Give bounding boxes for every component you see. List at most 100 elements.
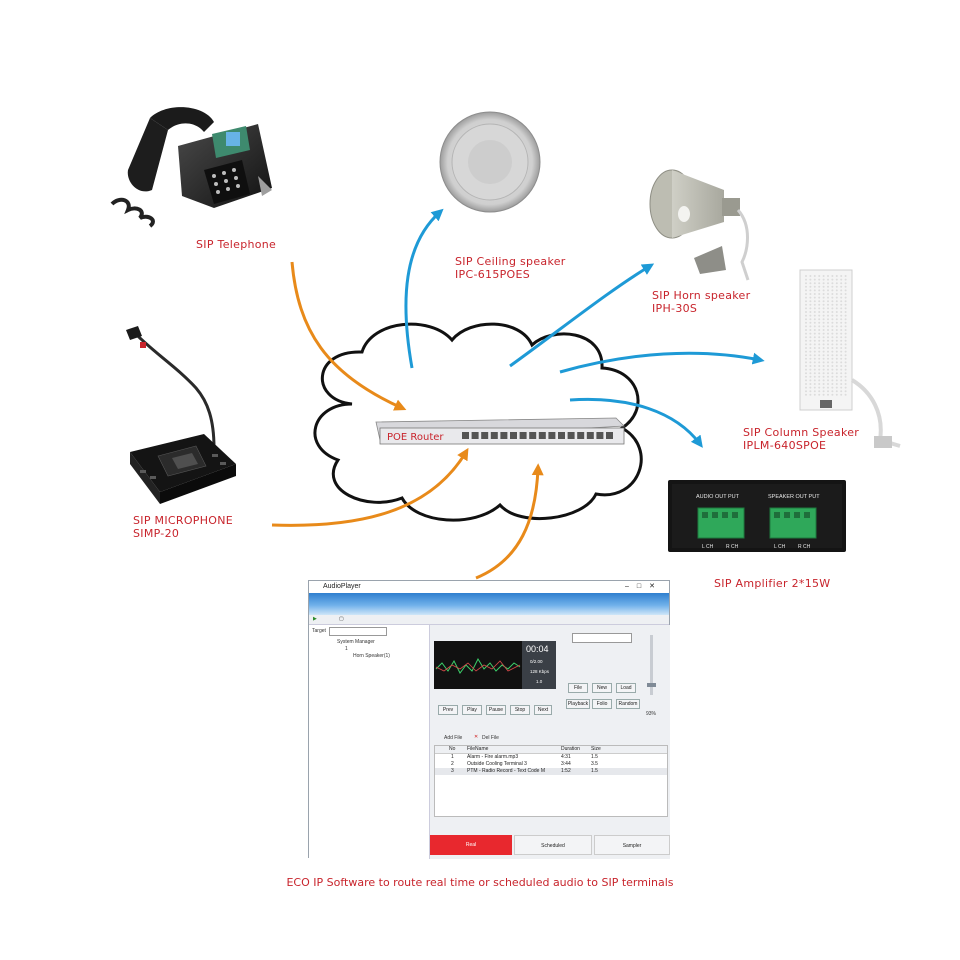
speaker-grill-hole (827, 307, 829, 310)
speaker-grill-hole (844, 379, 847, 382)
speaker-grill-hole (822, 303, 825, 306)
speaker-grill-hole (835, 311, 838, 313)
stop-button[interactable]: Stop (510, 705, 530, 715)
speaker-grill-hole (835, 350, 838, 353)
new-button[interactable]: New (592, 683, 612, 693)
speaker-grill-hole (818, 372, 821, 375)
playback-button[interactable]: Playback (566, 699, 590, 709)
speaker-grill-hole (827, 275, 829, 277)
speaker-grill-hole (818, 321, 821, 324)
speaker-grill-hole (831, 289, 834, 292)
file-button[interactable]: File (568, 683, 588, 693)
row1-size: 1.5 (591, 754, 598, 760)
tree-device[interactable]: Horn Speaker(1) (353, 653, 390, 659)
speaker-grill-hole (809, 372, 812, 375)
speaker-grill-hole (813, 307, 816, 310)
speaker-grill-hole (831, 383, 834, 385)
speaker-grill-hole (809, 285, 812, 288)
speaker-grill-hole (813, 325, 816, 328)
next-button[interactable]: Next (534, 705, 552, 715)
speaker-grill-hole (840, 293, 843, 295)
horn-speaker-image (649, 169, 750, 281)
window-controls[interactable]: –□✕ (625, 583, 663, 590)
speaker-grill-hole (831, 365, 834, 367)
speaker-grill-hole (831, 336, 834, 339)
speaker-grill-hole (831, 379, 834, 382)
tree-group[interactable]: 1 (345, 646, 348, 652)
speaker-grill-hole (805, 300, 807, 303)
speaker-grill-hole (822, 307, 825, 310)
ceiling-speaker-image (439, 111, 541, 213)
tab-real[interactable]: Real (430, 835, 512, 855)
speaker-grill-hole (831, 329, 834, 331)
tab-scheduled[interactable]: Scheduled (514, 835, 592, 855)
speaker-grill-hole (844, 357, 847, 360)
random-button[interactable]: Random (616, 699, 640, 709)
speaker-grill-hole (827, 318, 829, 321)
source-select[interactable] (572, 633, 632, 643)
speaker-grill-hole (818, 303, 821, 306)
target-select[interactable] (329, 627, 387, 636)
del-file-icon[interactable]: ✕ (474, 734, 479, 740)
speaker-grill-hole (835, 285, 838, 288)
speaker-grill-hole (827, 343, 829, 346)
play-icon[interactable]: ▶ (313, 616, 317, 622)
tab-real-label: Real (465, 842, 477, 848)
speaker-grill-hole (844, 314, 847, 317)
playlist-row[interactable]: 3 PTM - Radio Record - Text Code M 1:52 … (435, 768, 667, 775)
speaker-grill-hole (844, 393, 847, 396)
pause-button[interactable]: Pause (486, 705, 506, 715)
del-file-button[interactable]: Del File (482, 735, 499, 741)
speaker-grill-hole (805, 339, 807, 342)
router-port (606, 432, 613, 439)
amp-lch-label: L CH (702, 544, 714, 550)
speaker-grill-hole (840, 278, 843, 281)
speaker-grill-hole (805, 318, 807, 321)
speaker-grill-hole (818, 339, 821, 342)
folio-button[interactable]: Folio (592, 699, 612, 709)
speaker-grill-hole (813, 289, 816, 292)
speaker-grill-hole (822, 372, 825, 375)
tree-root[interactable]: System Manager (337, 639, 375, 645)
speaker-grill-hole (831, 375, 834, 378)
speaker-grill-hole (827, 347, 829, 349)
tab-sampler[interactable]: Sampler (594, 835, 670, 855)
playlist-row[interactable]: 1 Alarm - Fire alarm.mp3 4:31 1.5 (435, 754, 667, 761)
add-file-button[interactable]: Add File (444, 735, 463, 741)
speaker-grill-hole (831, 300, 834, 303)
speaker-grill-hole (844, 296, 847, 299)
arrow-telephone-router (290, 261, 407, 411)
speaker-grill-hole (818, 375, 821, 378)
speaker-grill-hole (840, 372, 843, 375)
diagram-caption: ECO IP Software to route real time or sc… (286, 876, 674, 889)
speaker-grill-hole (835, 347, 838, 349)
speaker-grill-hole (805, 343, 807, 346)
speaker-grill-hole (840, 282, 843, 285)
speaker-grill-hole (805, 311, 807, 313)
volume-slider[interactable] (650, 635, 653, 695)
new-doc-icon[interactable]: ▢ (339, 616, 344, 622)
load-button[interactable]: Load (616, 683, 636, 693)
prev-button[interactable]: Prev (438, 705, 458, 715)
speaker-grill-hole (813, 365, 816, 367)
speaker-grill-hole (827, 329, 829, 331)
speaker-grill-hole (844, 372, 847, 375)
speaker-grill-hole (844, 383, 847, 385)
speaker-grill-hole (844, 325, 847, 328)
speaker-grill-hole (844, 275, 847, 277)
speaker-grill-hole (831, 282, 834, 285)
volume-thumb[interactable] (647, 683, 656, 687)
speaker-grill-hole (840, 375, 843, 378)
play-button[interactable]: Play (462, 705, 482, 715)
speaker-grill-hole (835, 375, 838, 378)
speaker-grill-hole (818, 332, 821, 335)
playlist-row[interactable]: 2 Outside Cooling Terminal 3 3:44 3.5 (435, 761, 667, 768)
speaker-grill-hole (844, 347, 847, 349)
speaker-grill-hole (827, 285, 829, 288)
speaker-grill-hole (835, 300, 838, 303)
speaker-grill-hole (835, 329, 838, 331)
speaker-grill-hole (822, 390, 825, 393)
speaker-grill-hole (809, 303, 812, 306)
